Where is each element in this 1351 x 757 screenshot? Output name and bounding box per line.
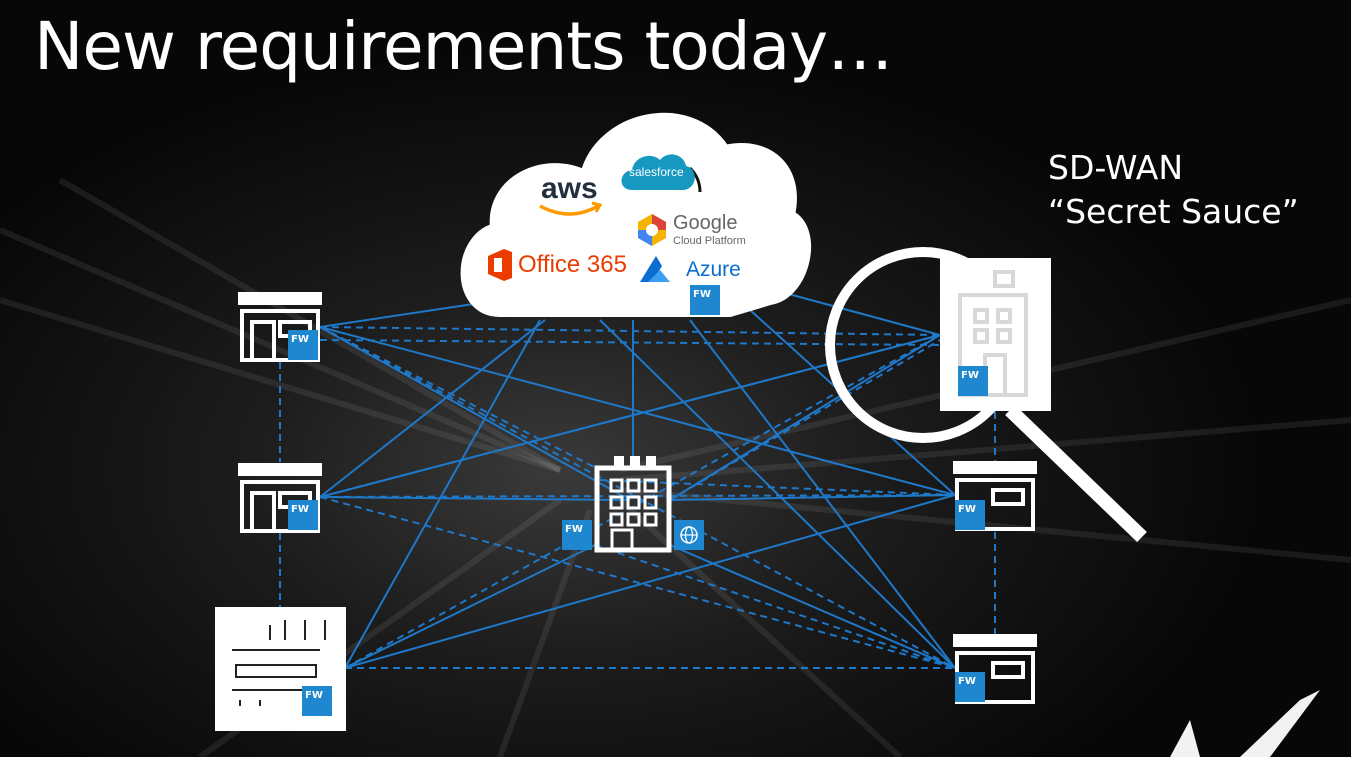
aws-smile-icon [539, 201, 603, 216]
store-icon-bottom-right [953, 634, 1037, 704]
page-title: New requirements today… [34, 8, 893, 85]
sdwan-callout-line2: “Secret Sauce” [1048, 192, 1299, 231]
fw-badge-factory: FW [302, 686, 332, 716]
cloud-icon [460, 112, 811, 317]
azure-icon [640, 256, 670, 282]
sdwan-callout: SD-WAN “Secret Sauce” [1048, 146, 1299, 234]
office-building-icon [594, 456, 672, 553]
fw-badge-store-bottom-right: FW [955, 672, 985, 702]
fw-badge-cloud: FW [690, 285, 720, 315]
fw-badge-store-top-left: FW [288, 330, 318, 360]
google-cloud-hexagon-icon [638, 214, 666, 246]
sdwan-callout-line1: SD-WAN [1048, 148, 1184, 187]
fw-badge-magnified-branch: FW [958, 366, 988, 396]
google-cloud-platform-label: Cloud Platform [673, 235, 746, 247]
store-icon-top-left [238, 292, 322, 362]
google-label: Google [673, 212, 738, 234]
azure-label: Azure [686, 258, 741, 281]
salesforce-cloud-icon [621, 154, 695, 190]
globe-icon [674, 520, 704, 550]
office365-icon [488, 249, 512, 281]
salesforce-label: salesforce [629, 165, 684, 179]
fw-badge-store-middle-left: FW [288, 500, 318, 530]
office365-label: Office 365 [518, 251, 627, 278]
office-building-icon-magnified [940, 258, 1051, 411]
aws-label: aws [541, 172, 598, 205]
fw-badge-hq: FW [562, 520, 592, 550]
store-icon-middle-left [238, 463, 322, 533]
fw-badge-store-middle-right: FW [955, 500, 985, 530]
dashed-links [279, 326, 996, 669]
